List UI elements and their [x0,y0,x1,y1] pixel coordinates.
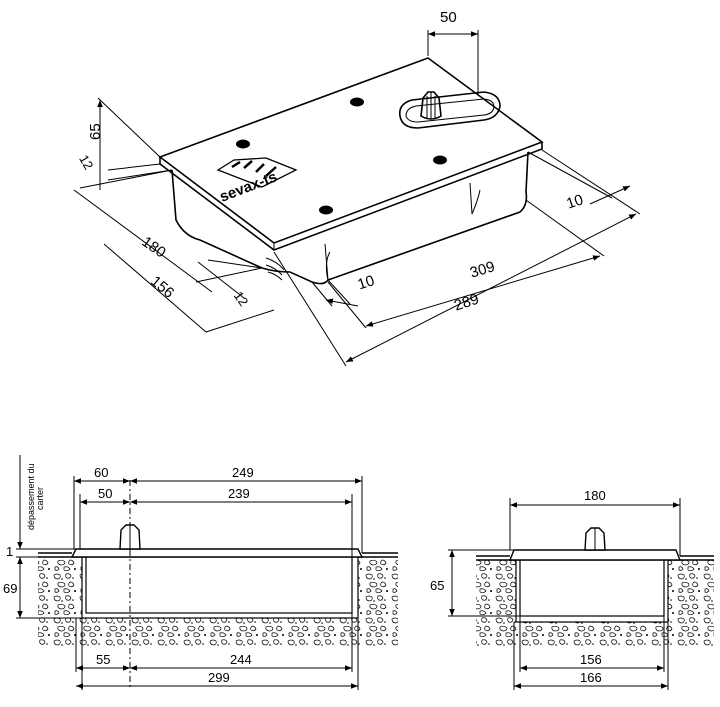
side-dim-180: 180 [584,488,606,503]
front-cover-plate [70,548,364,558]
iso-housing-body [171,151,529,285]
front-dim-244: 244 [230,652,252,667]
side-dim-156: 156 [580,652,602,667]
front-dim-239: 239 [228,486,250,501]
iso-dim-50: 50 [440,9,457,26]
iso-dim-12b: 12 [231,288,252,308]
front-dim-60: 60 [94,465,108,480]
side-cover-plate [508,549,682,561]
front-section-view: 60 249 50 239 55 244 299 1 69 dépassemen… [3,455,398,690]
iso-dim-10b: 10 [564,191,585,212]
front-housing [85,556,353,614]
iso-screw-1 [236,139,250,149]
side-gravel-bottom [476,622,714,647]
iso-screw-2 [350,97,364,107]
isometric-view: sevax-ts 50 65 12 180 156 12 10 [73,9,641,367]
front-gravel-bottom [38,618,398,647]
iso-screw-4 [319,205,333,215]
side-section-view: 180 65 156 166 [430,488,714,690]
iso-dim-12a: 12 [76,152,96,172]
iso-dim-65: 65 [87,123,104,140]
iso-dim-156: 156 [147,273,177,302]
iso-spindle-slot [398,91,501,129]
side-dim-166: 166 [580,670,602,685]
iso-dim-309: 309 [468,258,497,282]
front-dim-1: 1 [6,544,13,559]
front-dim-249: 249 [232,465,254,480]
front-overhang-label-1: dépassement du [26,463,36,530]
side-dim-65: 65 [430,578,444,593]
iso-dim-10a: 10 [356,272,377,293]
front-dim-299: 299 [208,670,230,685]
iso-lid-top [158,57,544,244]
iso-screw-3 [433,155,447,165]
front-dim-69: 69 [3,581,17,596]
front-dim-55: 55 [96,652,110,667]
side-housing [519,559,665,617]
iso-dim-289: 289 [452,291,481,315]
front-overhang-label-2: carter [35,487,45,510]
iso-lid-edge [159,142,543,251]
iso-logo: sevax-ts [216,157,298,206]
front-dim-50: 50 [98,486,112,501]
